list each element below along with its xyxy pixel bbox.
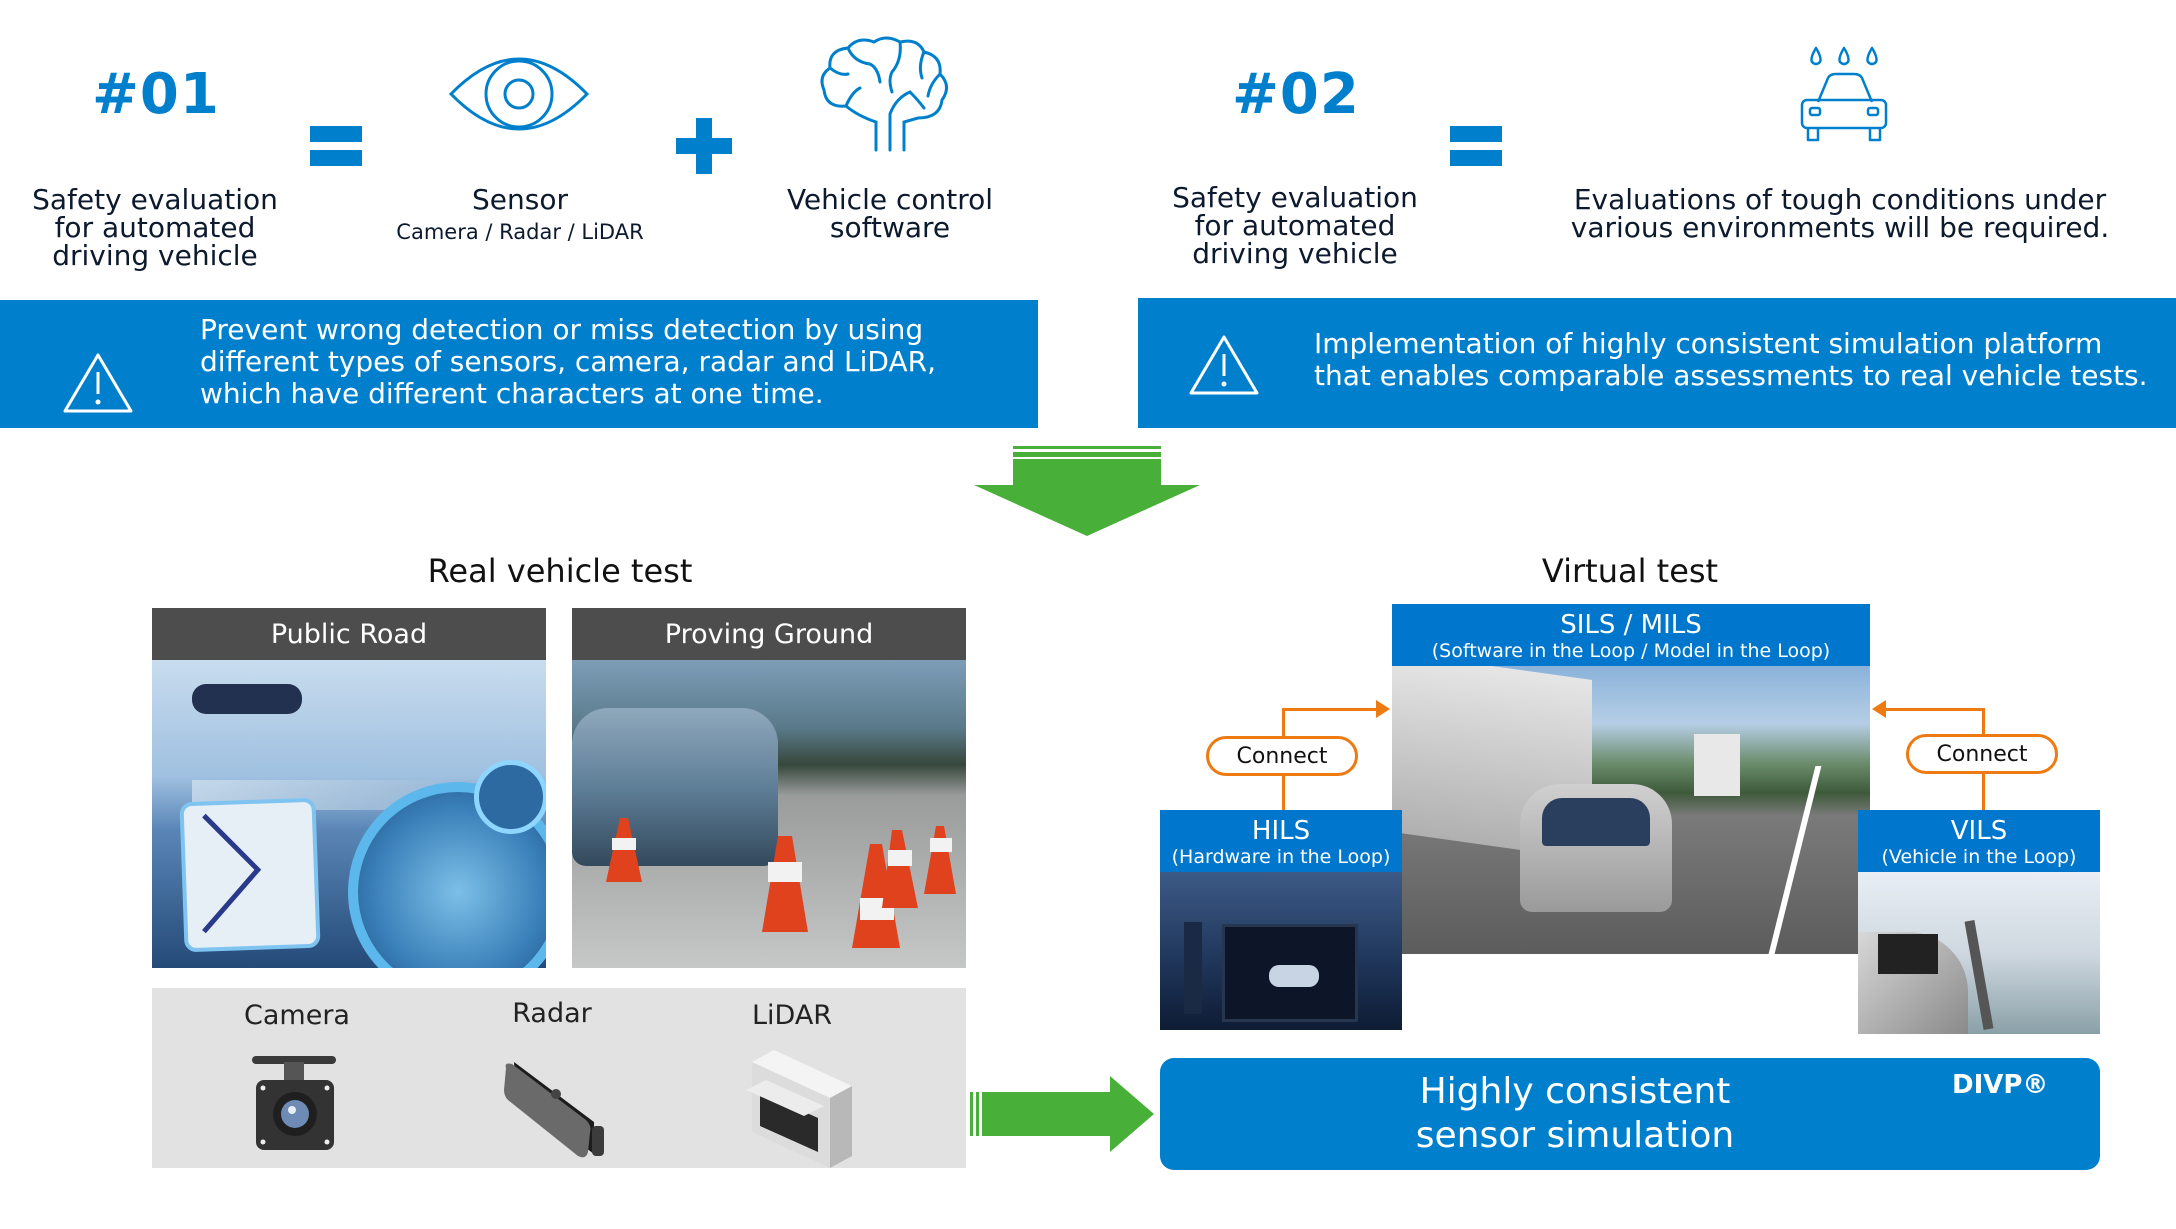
car-model-render (1269, 965, 1319, 987)
lane-marking (1768, 766, 1822, 954)
public-road-header: Public Road (152, 608, 546, 660)
text-line: Evaluations of tough conditions under (1573, 183, 2107, 216)
hils-header: HILS (Hardware in the Loop) (1160, 810, 1402, 872)
distant-truck (1694, 734, 1740, 796)
connector-arrowhead-icon (1376, 700, 1390, 718)
text-line: different types of sensors, camera, rada… (200, 345, 936, 378)
item1-software-text: Vehicle control software (760, 186, 1020, 242)
lidar-label: LiDAR (751, 1000, 833, 1031)
text-line: for automated (1194, 209, 1396, 242)
self-driving-cockpit-photo (152, 660, 546, 968)
eye-icon (448, 57, 590, 131)
down-arrow-icon (974, 446, 1200, 536)
radar-label: Radar (512, 998, 592, 1029)
right-arrow-icon (970, 1076, 1154, 1152)
warning-icon (1189, 335, 1259, 395)
item1-number: #01 (92, 62, 220, 127)
brain-icon (820, 36, 948, 152)
camera-sensor-icon (252, 1056, 336, 1150)
vils-title: VILS (1950, 816, 2008, 846)
speed-gauge-hud (474, 760, 546, 834)
text-line: various environments will be required. (1570, 211, 2110, 244)
sils-subtitle: (Software in the Loop / Model in the Loo… (1431, 640, 1831, 662)
result-text: Highly consistent sensor simulation (1400, 1070, 1750, 1158)
divp-brand: DIVP® (1952, 1070, 2049, 1100)
car-rear-window (1542, 798, 1650, 846)
item2-note-band: Implementation of highly consistent simu… (1138, 298, 2176, 428)
connect-right-badge: Connect (1906, 734, 2058, 774)
traffic-cones-icon (606, 818, 956, 948)
car-rain-icon (1800, 46, 1888, 142)
vehicle-in-loop-photo (1858, 872, 2100, 1034)
vils-header: VILS (Vehicle in the Loop) (1858, 810, 2100, 872)
equals-icon (1450, 126, 1502, 142)
driving-simulation-render (1392, 666, 1870, 954)
result-box: Highly consistent sensor simulation DIVP… (1160, 1058, 2100, 1170)
text-line: Highly consistent (1419, 1071, 1731, 1112)
text-line: driving vehicle (1192, 237, 1398, 270)
vils-subtitle: (Vehicle in the Loop) (1881, 846, 2077, 868)
plus-icon (676, 118, 732, 174)
route-line-icon (202, 813, 262, 934)
lidar-sensor-icon (746, 1050, 852, 1168)
item1-lhs-text: Safety evaluation for automated driving … (20, 186, 290, 270)
text-line: driving vehicle (52, 239, 258, 272)
connector-arrowhead-icon (1872, 700, 1886, 718)
sensor-panel: Camera Radar LiDAR (152, 988, 966, 1168)
equals-icon-lower-bar (310, 150, 362, 166)
item1-note-text: Prevent wrong detection or miss detectio… (200, 314, 936, 410)
sensor-title: Sensor (472, 183, 568, 216)
navigation-map-display (179, 797, 321, 953)
radar-sensor-icon (504, 1062, 604, 1158)
text-line: Safety evaluation (32, 183, 278, 216)
item2-number: #02 (1232, 62, 1360, 127)
text-line: software (829, 211, 951, 244)
text-line: Prevent wrong detection or miss detectio… (200, 313, 924, 346)
connector-line (1884, 708, 1984, 711)
text-line: Vehicle control (786, 183, 994, 216)
proving-ground-header: Proving Ground (572, 608, 966, 660)
text-line: which have different characters at one t… (200, 377, 824, 410)
real-test-title: Real vehicle test (427, 552, 693, 590)
virtual-test-title: Virtual test (1541, 552, 1719, 590)
equals-icon-lower-bar (1450, 150, 1502, 166)
item1-note-band: Prevent wrong detection or miss detectio… (0, 300, 1038, 428)
equals-icon (310, 126, 362, 142)
text-line: Safety evaluation (1172, 181, 1418, 214)
hardware-lab-photo (1160, 872, 1402, 1030)
hils-subtitle: (Hardware in the Loop) (1171, 846, 1391, 868)
text-line: for automated (54, 211, 256, 244)
item1-sensor-text: Sensor Camera / Radar / LiDAR (380, 186, 660, 246)
text-line: sensor simulation (1415, 1115, 1735, 1156)
camera-label: Camera (244, 1000, 350, 1031)
text-line: that enables comparable assessments to r… (1314, 359, 2148, 392)
sils-title: SILS / MILS (1560, 610, 1702, 640)
connect-left-badge: Connect (1206, 736, 1358, 776)
engineer-figure (1184, 922, 1202, 1014)
test-car (572, 708, 778, 866)
hils-title: HILS (1251, 816, 1311, 846)
sils-header: SILS / MILS (Software in the Loop / Mode… (1392, 604, 1870, 666)
text-line: Implementation of highly consistent simu… (1314, 327, 2103, 360)
vehicle-interior (1878, 934, 1938, 974)
car-with-traffic-cones-photo (572, 660, 966, 968)
sensor-subtitle: Camera / Radar / LiDAR (396, 220, 644, 244)
rearview-mirror (192, 684, 302, 714)
mount-frame (1964, 919, 1994, 1031)
connector-line (1282, 708, 1378, 711)
item2-rhs-text: Evaluations of tough conditions under va… (1560, 186, 2120, 242)
warning-icon (63, 353, 133, 413)
item2-note-text: Implementation of highly consistent simu… (1314, 328, 2148, 392)
monitor-screen (1222, 924, 1358, 1022)
item2-lhs-text: Safety evaluation for automated driving … (1160, 184, 1430, 268)
